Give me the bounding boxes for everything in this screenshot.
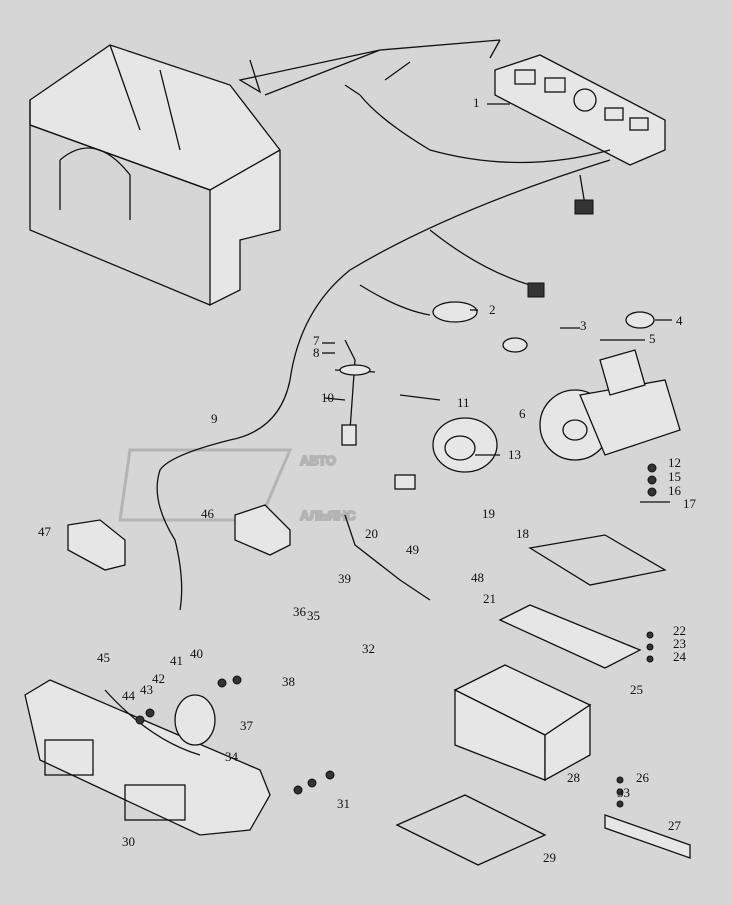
instrument-panel: [494, 54, 666, 166]
watermark-line2: АЛЬЯНС: [300, 508, 356, 523]
label-3: 3: [580, 318, 587, 333]
label-13: 13: [508, 447, 521, 462]
label-7: 7: [313, 333, 320, 348]
label-44: 44: [122, 688, 136, 703]
label-25: 25: [630, 682, 643, 697]
label-26: 26: [636, 770, 650, 785]
fasteners: [135, 463, 657, 808]
label-43: 43: [140, 682, 153, 697]
label-35: 35: [307, 608, 320, 623]
label-1: 1: [473, 95, 480, 110]
pad-18: [528, 534, 667, 586]
label-21: 21: [483, 591, 496, 606]
label-22: 22: [673, 623, 686, 638]
label-9: 9: [211, 411, 218, 426]
label-46: 46: [201, 506, 215, 521]
pad-29: [395, 794, 547, 866]
label-29: 29: [543, 850, 556, 865]
label-34: 34: [225, 749, 239, 764]
front-bumper: [24, 679, 271, 836]
label-18: 18: [516, 526, 529, 541]
label-11: 11: [457, 395, 470, 410]
label-12: 12: [668, 455, 681, 470]
label-33: 33: [617, 785, 630, 800]
label-10: 10: [321, 390, 334, 405]
battery: [453, 664, 592, 782]
sensors: [334, 301, 655, 490]
label-15: 15: [668, 469, 681, 484]
label-36: 36: [293, 604, 307, 619]
label-30: 30: [122, 834, 135, 849]
label-4: 4: [676, 313, 683, 328]
label-42: 42: [152, 671, 165, 686]
label-19: 19: [482, 506, 495, 521]
label-31: 31: [337, 796, 350, 811]
label-45: 45: [97, 650, 110, 665]
part-labels: 1 2 3 4 5 6 7 8 9 10 11 12 13 15 16 17 1…: [38, 95, 697, 865]
horn: [174, 694, 216, 746]
label-40: 40: [190, 646, 203, 661]
bracket-27: [604, 814, 691, 859]
leader-lines: [322, 103, 672, 503]
label-39: 39: [338, 571, 351, 586]
label-20: 20: [365, 526, 378, 541]
label-38: 38: [282, 674, 295, 689]
label-2: 2: [489, 302, 496, 317]
cab-hood: [29, 44, 281, 307]
label-47: 47: [38, 524, 52, 539]
battery-tray: [498, 604, 642, 669]
label-16: 16: [668, 483, 682, 498]
label-24: 24: [673, 649, 687, 664]
relay-units: [67, 504, 291, 571]
label-28: 28: [567, 770, 580, 785]
label-37: 37: [240, 718, 254, 733]
watermark-line1: АВТО: [300, 453, 336, 468]
label-6: 6: [519, 406, 526, 421]
label-5: 5: [649, 331, 656, 346]
label-32: 32: [362, 641, 375, 656]
label-23: 23: [673, 636, 686, 651]
watermark: АВТО АЛЬЯНС: [118, 448, 357, 524]
starter-and-alternator: [432, 349, 681, 473]
label-49: 49: [406, 542, 419, 557]
label-41: 41: [170, 653, 183, 668]
label-17: 17: [683, 496, 697, 511]
label-27: 27: [668, 818, 682, 833]
direction-arrow: [238, 39, 501, 96]
main-wiring-harness: [156, 94, 611, 611]
label-8: 8: [313, 345, 320, 360]
label-48: 48: [471, 570, 484, 585]
